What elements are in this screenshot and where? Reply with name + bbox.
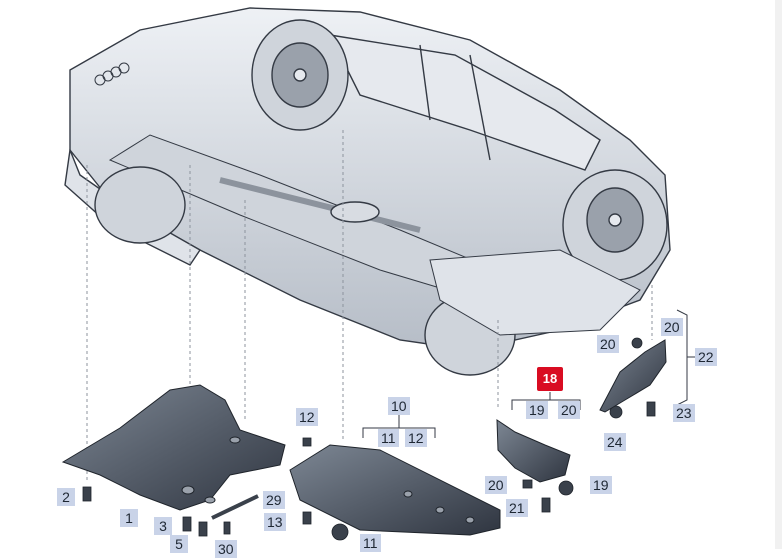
callout-20-b[interactable]: 20 — [485, 476, 507, 494]
callout-1[interactable]: 1 — [120, 509, 138, 527]
callout-3[interactable]: 3 — [154, 517, 172, 535]
vertical-scrollbar[interactable] — [775, 0, 782, 549]
callout-10[interactable]: 10 — [388, 397, 410, 415]
callout-2[interactable]: 2 — [57, 488, 75, 506]
callout-21[interactable]: 21 — [506, 499, 528, 517]
callout-24[interactable]: 24 — [604, 433, 626, 451]
center-underbody-panel — [289, 444, 501, 536]
callout-11-a[interactable]: 11 — [360, 534, 381, 552]
callout-13[interactable]: 13 — [264, 513, 286, 531]
callout-brackets — [362, 309, 697, 438]
callout-30[interactable]: 30 — [215, 540, 237, 558]
car-illustration — [64, 7, 671, 376]
callout-20-c[interactable]: 20 — [661, 318, 683, 336]
callout-20-a[interactable]: 20 — [558, 401, 580, 419]
rear-underbody-panel — [61, 384, 286, 511]
callout-19-b[interactable]: 19 — [590, 476, 612, 494]
leader-lines — [86, 130, 653, 480]
callout-23[interactable]: 23 — [673, 404, 695, 422]
front-shield-right — [599, 339, 667, 413]
callout-5[interactable]: 5 — [170, 535, 188, 553]
callout-11-b[interactable]: 11 — [378, 429, 399, 447]
callout-19-a[interactable]: 19 — [526, 401, 548, 419]
callout-29[interactable]: 29 — [263, 491, 285, 509]
callout-22[interactable]: 22 — [695, 348, 717, 366]
callout-20-d[interactable]: 20 — [597, 335, 619, 353]
front-shield-left — [496, 419, 571, 483]
callout-12-a[interactable]: 12 — [296, 408, 318, 426]
rod-part — [211, 494, 259, 520]
callout-18-highlighted[interactable]: 18 — [537, 367, 563, 391]
callout-12-b[interactable]: 12 — [405, 429, 427, 447]
fasteners — [82, 337, 656, 541]
